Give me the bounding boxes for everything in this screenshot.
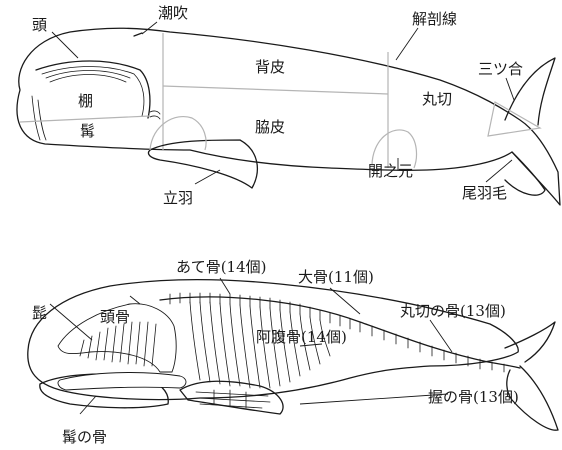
label-round-cut-bones: 丸切の骨(13個)	[400, 302, 506, 320]
bottom-flipper-bones	[196, 390, 270, 408]
label-large-bones: 大骨(11個)	[298, 268, 374, 286]
top-leader-flipper	[195, 170, 220, 184]
bottom-leader-skull	[130, 296, 140, 304]
label-tail-junction: 三ツ合	[478, 60, 523, 78]
top-leader-dissection	[396, 28, 418, 60]
label-round-cut: 丸切	[422, 90, 452, 108]
bottom-leader-grip	[300, 394, 448, 404]
label-genital-area: 開之元	[368, 162, 413, 180]
top-leader-blowhole	[142, 22, 157, 34]
top-eye-mark	[150, 111, 160, 119]
label-flank-skin: 脇皮	[255, 118, 285, 136]
top-division-midline	[163, 86, 388, 94]
label-blowhole: 潮吹	[158, 4, 188, 22]
top-tail-lower-fluke	[505, 152, 545, 195]
top-leader-head	[52, 32, 78, 58]
label-baleen-top: 棚	[78, 92, 93, 110]
label-jaw-top: 髯	[80, 122, 95, 140]
label-dissection-line: 解剖線	[412, 10, 457, 28]
top-leader-tail-junction	[506, 78, 514, 100]
label-ribs: あて骨(14個)	[176, 258, 267, 276]
label-baleen-bottom: 髭	[32, 304, 47, 322]
label-grip-bones: 握の骨(13個)	[428, 388, 519, 406]
bottom-tail-upper-fluke	[505, 322, 555, 362]
label-back-skin: 背皮	[255, 58, 285, 76]
label-tail-fluke: 尾羽毛	[462, 184, 507, 202]
label-flipper: 立羽	[163, 189, 193, 207]
top-whale-diagram: 頭 潮吹 解剖線 棚 背皮 三ツ合 丸切 髯 脇皮 立羽 開之元 尾羽毛	[17, 4, 560, 207]
label-head: 頭	[32, 16, 47, 34]
top-blowhole-mark	[134, 33, 142, 36]
label-skull: 頭骨	[100, 308, 130, 326]
top-whale-body-outline	[17, 28, 560, 205]
top-flipper	[148, 140, 257, 188]
bottom-whale-diagram: あて骨(14個) 大骨(11個) 髭 頭骨 丸切の骨(13個) 阿腹骨(14個)…	[28, 258, 558, 446]
label-abdominal-bones: 阿腹骨(14個)	[256, 328, 347, 346]
top-flipper-base-arc	[150, 117, 206, 150]
top-leader-tail-fluke	[486, 160, 512, 182]
label-jaw-bone: 髯の骨	[62, 428, 107, 446]
